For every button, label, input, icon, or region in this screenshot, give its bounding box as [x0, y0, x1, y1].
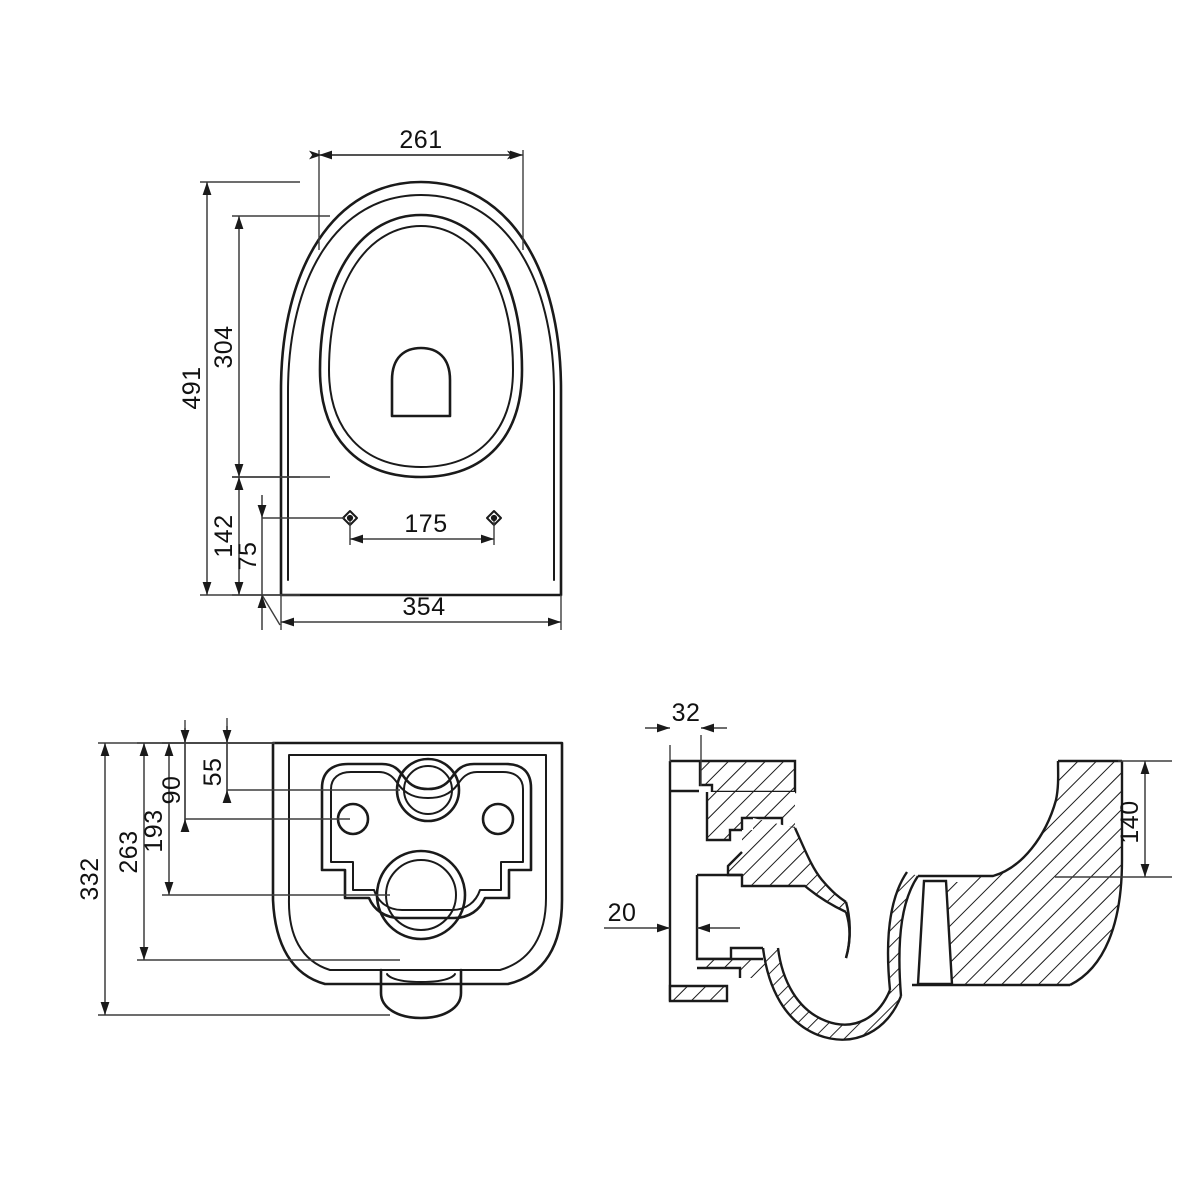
- rear-view-body-outline: [271, 741, 564, 986]
- dimension-label-263: 263: [115, 830, 143, 873]
- section-bowl-glaze-fill: [887, 872, 918, 996]
- section-central-spine-fill: [728, 818, 846, 912]
- dimension-261: 261: [309, 126, 524, 250]
- section-central-spine-outline: [793, 827, 847, 903]
- section-lower-flange-fill: [697, 959, 778, 978]
- dimension-label-491: 491: [178, 366, 206, 409]
- dimension-20: 20: [604, 899, 740, 933]
- top-view: 261 491 304 142: [178, 126, 563, 630]
- rear-view-bolt-hole-right: [481, 802, 515, 836]
- rear-view-inner-rim: [287, 754, 547, 971]
- dimension-label-175: 175: [404, 510, 447, 538]
- section-view: 32 20 140: [604, 699, 1172, 1041]
- rear-view-back-plate: [320, 762, 533, 920]
- dimension-label-140: 140: [1116, 800, 1144, 843]
- rear-view-waste-spigot: [379, 968, 463, 1020]
- section-lower-foot-outline: [668, 984, 729, 1003]
- dimension-label-90: 90: [158, 776, 186, 805]
- dimension-55: 55: [199, 718, 400, 803]
- section-trapway-fill: [763, 948, 901, 1040]
- dimension-491: 491: [178, 181, 300, 596]
- section-bowl-glaze-outer: [898, 875, 919, 997]
- dimension-label-142: 142: [210, 514, 238, 557]
- dimension-142: 142: [210, 476, 300, 596]
- dimension-label-55: 55: [199, 758, 227, 787]
- top-view-flush-inlet: [390, 346, 452, 418]
- dimension-263: 263: [115, 742, 400, 961]
- section-rim-lip-inner: [844, 911, 851, 959]
- section-trapway-inner: [776, 947, 892, 1026]
- section-bowl-body-fill: [925, 761, 1122, 985]
- dimension-label-75: 75: [234, 542, 262, 571]
- dimension-75: 75: [234, 495, 345, 630]
- top-view-bowl-opening: [318, 213, 524, 479]
- section-bowl-glaze-inner: [886, 871, 908, 991]
- section-bowl-inner-surface: [918, 760, 1060, 878]
- dimension-label-32: 32: [672, 699, 701, 727]
- dimension-label-193: 193: [140, 809, 168, 852]
- rear-view: 332 263 193 90: [76, 718, 564, 1020]
- dimension-label-332: 332: [76, 857, 104, 900]
- dimension-label-20: 20: [608, 899, 637, 927]
- top-view-outer-outline: [279, 180, 563, 597]
- section-baffle-fill: [918, 881, 952, 984]
- dimension-label-354: 354: [402, 593, 445, 621]
- section-upper-chamber-fill: [707, 792, 795, 840]
- dimension-193: 193: [140, 742, 390, 896]
- section-lower-foot-fill: [670, 986, 727, 1001]
- section-lower-flange-step: [697, 966, 742, 978]
- dimension-175: 175: [349, 510, 495, 545]
- dimension-label-261: 261: [399, 126, 442, 154]
- dimension-90: 90: [158, 720, 350, 832]
- dimension-140: 140: [1055, 760, 1172, 878]
- dimension-32: 32: [645, 699, 727, 786]
- dimension-354: 354: [280, 593, 562, 630]
- dimension-label-304: 304: [210, 325, 238, 368]
- section-bowl-outer-right: [1069, 761, 1124, 987]
- section-trapway-outer: [761, 947, 903, 1041]
- dimension-332: 332: [76, 742, 390, 1016]
